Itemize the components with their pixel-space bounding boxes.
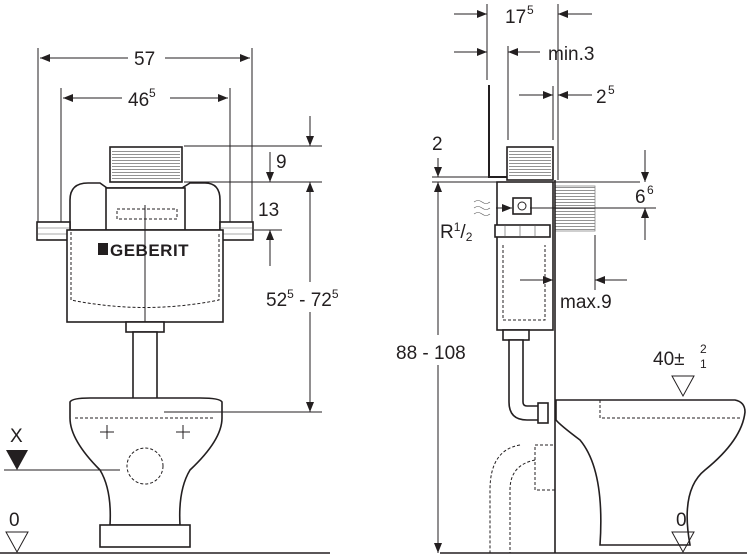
clamp-right: [219, 221, 254, 241]
dim-clamp-height: 13: [258, 200, 279, 266]
marker-x: X: [4, 426, 120, 471]
toilet-bowl: [69, 397, 223, 526]
toilet-bowl-side: [555, 399, 746, 546]
dim-connection-sup: 6: [647, 183, 654, 197]
dim-connection: 6 6: [635, 150, 654, 240]
dim-height-range-front-label: 525 - 725: [266, 287, 339, 311]
clamp-left: [36, 221, 71, 241]
dim-depth-sup: 5: [527, 3, 534, 17]
dim-connection-label: 6: [635, 187, 646, 208]
front-view: 57 46 5 GEBERIT: [0, 48, 339, 554]
dim-top-label: 2: [432, 134, 443, 155]
dim-width-inner: 46 5: [63, 86, 228, 111]
side-view: 17 5 min.3 2 5 R1/2: [396, 3, 747, 554]
dim-max-label: max.9: [560, 292, 612, 313]
dim-width-total: 57: [40, 49, 250, 70]
wall-panel: [488, 85, 507, 178]
marker-floor-side-label: 0: [676, 510, 687, 531]
bowl-height-label: 40±: [653, 349, 685, 370]
dim-width-total-label: 57: [134, 49, 155, 70]
dim-inset-label: 2: [596, 87, 607, 108]
dim-flush-height: 9: [266, 116, 314, 182]
flush-pipe-side: [508, 339, 541, 421]
dim-inset: 2 5: [519, 83, 615, 108]
marker-x-label: X: [10, 426, 23, 447]
connection-label: R1/2: [440, 220, 473, 244]
dim-width-inner-sup: 5: [149, 86, 156, 100]
dim-height-range-side: 88 - 108: [396, 182, 466, 553]
dim-height-range-front: 525 - 725: [266, 182, 339, 412]
marker-floor-front-label: 0: [9, 510, 20, 531]
dim-depth-label: 17: [505, 7, 526, 28]
brand-logo-mark: [98, 243, 108, 255]
dim-flush-height-label: 9: [276, 152, 287, 173]
dim-depth: 17 5: [454, 3, 592, 28]
dim-max: max.9: [520, 276, 627, 313]
flush-pipe: [132, 331, 158, 407]
dim-inset-sup: 5: [608, 83, 615, 97]
bowl-height: 40± 2 1: [653, 342, 707, 398]
brand-logo: GEBERIT: [110, 241, 189, 260]
dim-clamp-height-label: 13: [258, 200, 279, 221]
dim-min-label: min.3: [548, 44, 594, 65]
bowl-height-up: 2: [700, 342, 707, 356]
dim-height-range-side-label: 88 - 108: [396, 343, 466, 364]
dim-min: min.3: [454, 44, 594, 65]
dim-top: 2: [432, 134, 443, 177]
marker-floor-side: 0: [671, 510, 695, 554]
marker-floor-front: 0: [5, 510, 29, 554]
bowl-height-down: 1: [700, 357, 707, 371]
dim-width-inner-label: 46: [128, 90, 149, 111]
